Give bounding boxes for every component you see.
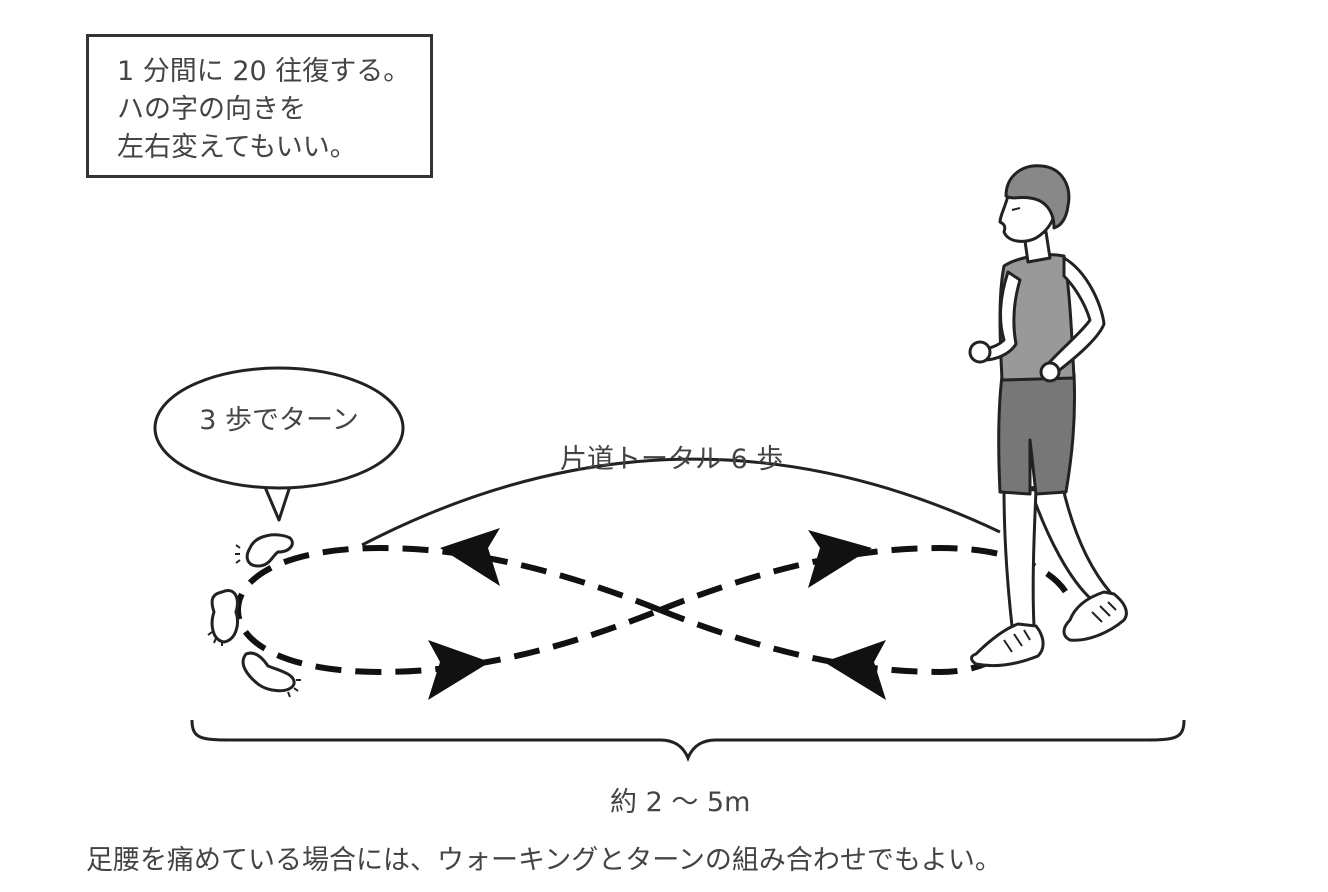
figure-eight-path [234, 544, 1073, 676]
footprint-2-icon [210, 589, 239, 644]
turn-footprints [207, 533, 301, 698]
arrow-bottom-right-icon [824, 640, 886, 700]
one-way-arc [361, 457, 1001, 547]
shorts [997, 372, 1077, 496]
hair [1004, 164, 1071, 230]
speech-bubble [153, 366, 405, 522]
turn-steps-label: 3 歩でターン [199, 405, 359, 436]
one-way-steps-label: 片道トータル 6 歩 [560, 444, 784, 475]
footprint-1-icon [245, 533, 294, 568]
footprint-3-icon [241, 651, 296, 693]
arrow-top-right-icon [808, 530, 872, 588]
front-hand [968, 340, 992, 364]
instruction-line-1: 1 分間に 20 往復する。 [117, 56, 411, 87]
direction-arrows [428, 528, 886, 700]
caption: 足腰を痛めている場合には、ウォーキングとターンの組み合わせでもよい。 [86, 845, 1002, 876]
back-leg [1028, 482, 1112, 602]
walking-person-illustration [968, 164, 1128, 668]
arrow-bottom-left-icon [428, 640, 490, 700]
distance-label: 約 2 ～ 5m [610, 787, 751, 818]
distance-brace [190, 719, 1186, 763]
back-hand [1039, 361, 1061, 383]
arrow-top-left-icon [440, 528, 500, 586]
instruction-box: 1 分間に 20 往復する。 ハの字の向きを 左右変えてもいい。 [86, 34, 433, 178]
instruction-line-2: ハの字の向きを [117, 94, 306, 125]
instruction-line-3: 左右変えてもいい。 [117, 132, 357, 163]
front-leg [1002, 486, 1038, 628]
